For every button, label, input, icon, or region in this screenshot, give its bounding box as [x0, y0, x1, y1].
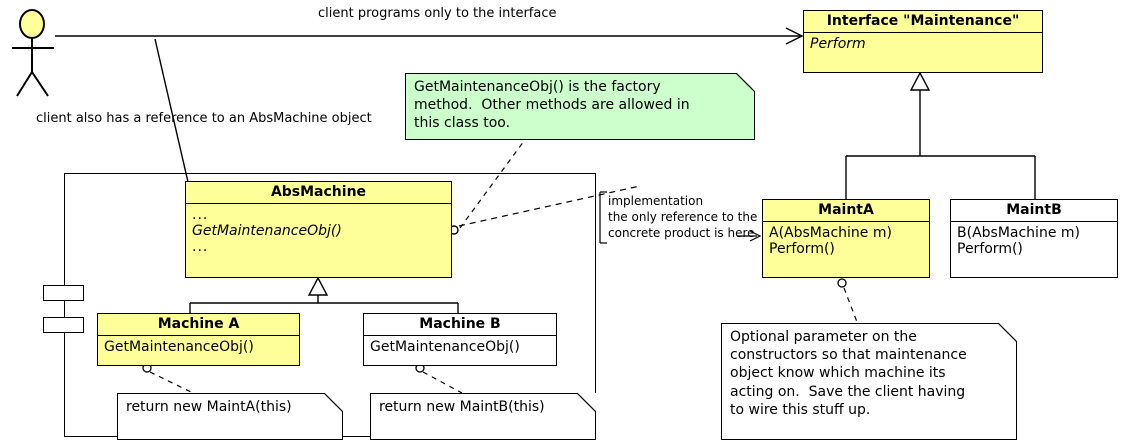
note-return-maintb[interactable]: return new MaintB(this) — [370, 393, 596, 440]
class-absmachine[interactable]: AbsMachine ... GetMaintenanceObj() ... — [185, 181, 452, 278]
class-title-absmachine: AbsMachine — [186, 182, 451, 204]
member-getmaintenanceobj-abstract: GetMaintenanceObj() — [192, 223, 342, 239]
class-title-mainta: MaintA — [763, 200, 929, 222]
member-absmachine-dots-top: ... — [192, 207, 209, 223]
absmachine-to-mainta-dependency — [449, 185, 762, 244]
client-actor — [12, 9, 54, 97]
class-machine-b[interactable]: Machine B GetMaintenanceObj() — [363, 313, 557, 366]
class-members-machine-b: GetMaintenanceObj() — [364, 336, 556, 357]
member-mainta-constructor: A(AbsMachine m) — [769, 225, 892, 241]
member-machine-b-getmaintenanceobj: GetMaintenanceObj() — [370, 339, 520, 355]
note-factory-method[interactable]: GetMaintenanceObj() is the factory metho… — [405, 73, 755, 140]
note-factory-method-text: GetMaintenanceObj() is the factory metho… — [405, 73, 755, 140]
class-members-machine-a: GetMaintenanceObj() — [98, 336, 299, 357]
client-to-interface-arrow — [55, 27, 804, 45]
note-return-mainta[interactable]: return new MaintA(this) — [117, 393, 343, 440]
member-perform: Perform — [810, 36, 866, 52]
class-maintb[interactable]: MaintB B(AbsMachine m) Perform() — [950, 199, 1118, 278]
interface-generalization — [845, 71, 1036, 199]
note-optional-parameter[interactable]: Optional parameter on the constructors s… — [721, 323, 1017, 440]
actor-reference-label: client also has a reference to an AbsMac… — [36, 111, 372, 126]
class-title-machine-b: Machine B — [364, 314, 556, 336]
class-members-absmachine: ... GetMaintenanceObj() ... — [186, 204, 451, 257]
implementation-label-line1: implementation — [608, 194, 704, 208]
class-title-maintb: MaintB — [951, 200, 1117, 222]
implementation-label-line2: the only reference to the — [608, 210, 758, 224]
note-return-maintb-text: return new MaintB(this) — [370, 393, 596, 440]
package-port-lower — [43, 317, 84, 333]
member-mainta-perform: Perform() — [769, 241, 835, 257]
implementation-label-line3: concrete product is here — [608, 226, 755, 240]
class-members-mainta: A(AbsMachine m) Perform() — [763, 222, 929, 259]
member-maintb-perform: Perform() — [957, 241, 1023, 257]
class-members-maintb: B(AbsMachine m) Perform() — [951, 222, 1117, 259]
note-return-mainta-text: return new MaintA(this) — [117, 393, 343, 440]
class-mainta[interactable]: MaintA A(AbsMachine m) Perform() — [762, 199, 930, 278]
mainta-note-connector — [837, 278, 858, 323]
client-to-absmachine-line — [154, 38, 189, 183]
top-arrow-label: client programs only to the interface — [318, 6, 557, 21]
class-members-interface-maintenance: Perform — [804, 33, 1042, 54]
class-machine-a[interactable]: Machine A GetMaintenanceObj() — [97, 313, 300, 366]
class-interface-maintenance[interactable]: Interface "Maintenance" Perform — [803, 10, 1043, 73]
note-optional-parameter-text: Optional parameter on the constructors s… — [721, 323, 1017, 440]
absmachine-generalization — [189, 276, 459, 313]
class-title-machine-a: Machine A — [98, 314, 299, 336]
class-title-interface-maintenance: Interface "Maintenance" — [804, 11, 1042, 33]
member-absmachine-dots-bottom: ... — [192, 239, 209, 255]
package-port-upper — [43, 285, 84, 301]
member-maintb-constructor: B(AbsMachine m) — [957, 225, 1080, 241]
member-machine-a-getmaintenanceobj: GetMaintenanceObj() — [104, 339, 254, 355]
factory-note-connector — [459, 140, 525, 229]
